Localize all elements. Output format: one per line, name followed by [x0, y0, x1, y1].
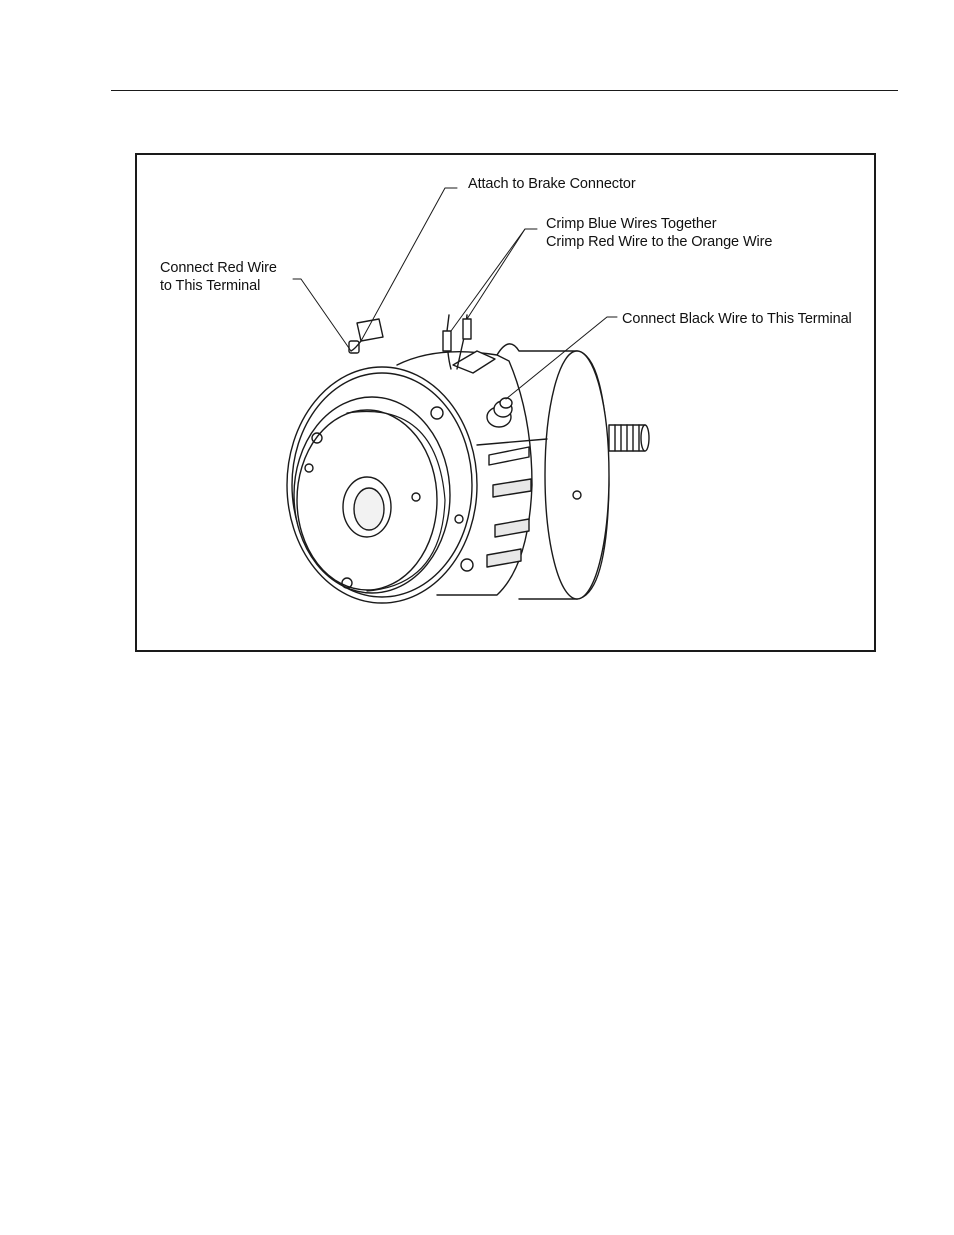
- black-wire-callout: Connect Black Wire to This Terminal: [622, 310, 852, 328]
- crimp-wires-callout: Crimp Blue Wires Together Crimp Red Wire…: [546, 215, 772, 251]
- red-wire-callout: Connect Red Wire to This Terminal: [160, 259, 277, 295]
- figure-frame: Attach to Brake Connector Crimp Blue Wir…: [135, 153, 876, 652]
- crimp-blue-wires-label: Crimp Blue Wires Together: [546, 215, 772, 233]
- red-wire-label-line2: to This Terminal: [160, 277, 277, 295]
- brake-connector-callout: Attach to Brake Connector: [468, 175, 636, 193]
- header-rule: [111, 90, 898, 91]
- black-wire-label: Connect Black Wire to This Terminal: [622, 310, 852, 328]
- brake-connector-label: Attach to Brake Connector: [468, 175, 636, 193]
- crimp-red-orange-label: Crimp Red Wire to the Orange Wire: [546, 233, 772, 251]
- red-wire-label-line1: Connect Red Wire: [160, 259, 277, 277]
